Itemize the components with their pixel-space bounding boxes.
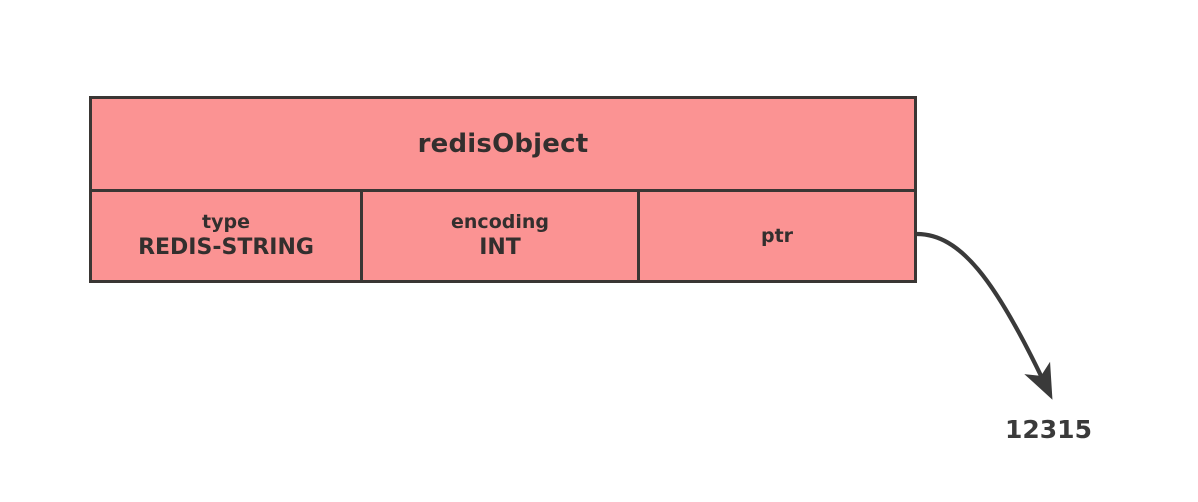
- field-type-value: REDIS-STRING: [138, 234, 314, 260]
- field-type: type REDIS-STRING: [92, 192, 363, 280]
- arrow-path: [916, 231, 1053, 400]
- pointer-target-value: 12315: [1005, 415, 1092, 444]
- field-encoding-key: encoding: [451, 211, 549, 234]
- field-encoding: encoding INT: [363, 192, 640, 280]
- pointer-arrow: [916, 231, 1053, 400]
- field-ptr: ptr: [640, 192, 914, 280]
- struct-field-row: type REDIS-STRING encoding INT ptr: [92, 192, 914, 280]
- field-encoding-value: INT: [479, 234, 521, 260]
- field-type-key: type: [202, 211, 250, 234]
- field-ptr-key: ptr: [760, 224, 794, 247]
- redis-object-struct: redisObject type REDIS-STRING encoding I…: [89, 96, 917, 283]
- struct-header-title: redisObject: [92, 99, 914, 192]
